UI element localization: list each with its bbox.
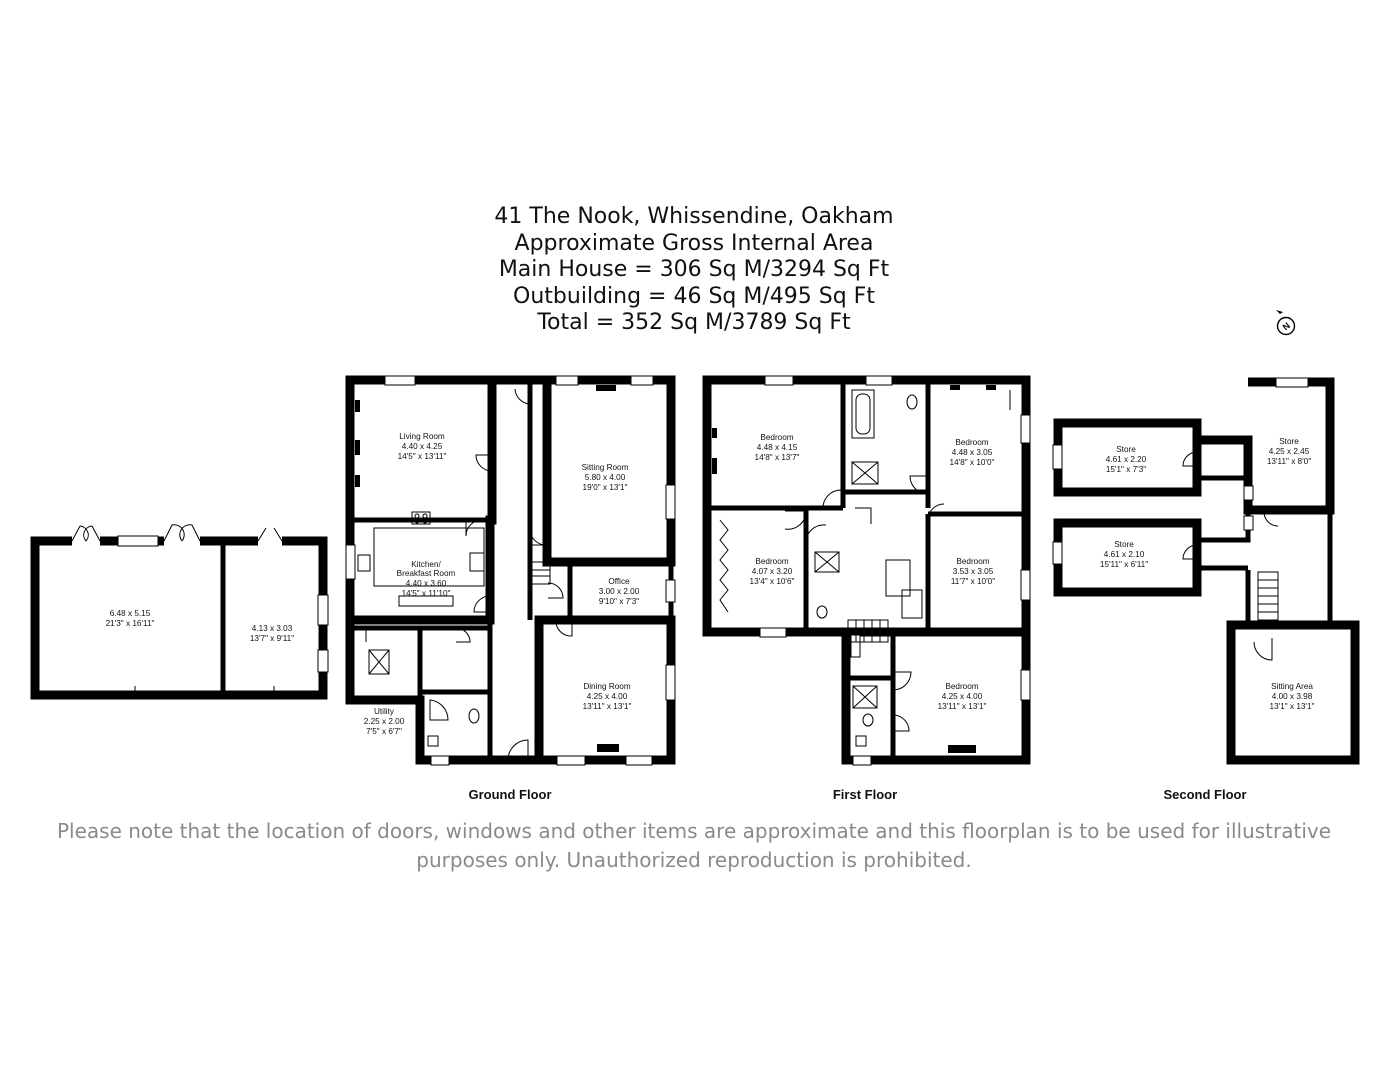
bedroom-nw-dims-m: 4.48 x 4.15 (757, 443, 798, 452)
store-1-name: Store (1116, 445, 1136, 454)
kitchen-dims-ft: 14'5" x 11'10" (402, 589, 451, 598)
outbuilding-plan: 6.48 x 5.15 21'3" x 16'11" 4.13 x 3.03 1… (30, 524, 329, 700)
ground-floor-label: Ground Floor (468, 787, 551, 802)
office-dims-m: 3.00 x 2.00 (599, 587, 640, 596)
office-name: Office (608, 577, 630, 586)
disclaimer-line-2: purposes only. Unauthorized reproduction… (416, 848, 972, 872)
sitting-room-name: Sitting Room (582, 463, 629, 472)
living-room-name: Living Room (399, 432, 445, 441)
utility-dims-m: 2.25 x 2.00 (364, 717, 405, 726)
kitchen-dims-m: 4.40 x 3.60 (406, 579, 447, 588)
store-3-name: Store (1114, 540, 1134, 549)
north-compass-icon: N (1276, 310, 1296, 336)
dining-room-dims-ft: 13'11" x 13'1" (583, 702, 632, 711)
bedroom-e-dims-m: 3.53 x 3.05 (953, 567, 994, 576)
bedroom-w-dims-ft: 13'4" x 10'6" (750, 577, 795, 586)
outbuilding-small-dims-m: 4.13 x 3.03 (252, 624, 293, 633)
bedroom-s-dims-m: 4.25 x 4.00 (942, 692, 983, 701)
disclaimer: Please note that the location of doors, … (20, 817, 1368, 875)
bedroom-s-dims-ft: 13'11" x 13'1" (938, 702, 987, 711)
store-3-dims-ft: 15'11" x 6'11" (1100, 560, 1148, 569)
disclaimer-line-1: Please note that the location of doors, … (56, 819, 1332, 843)
first-floor-label: First Floor (833, 787, 897, 802)
utility-name: Utility (374, 707, 395, 716)
sitting-area-dims-m: 4.00 x 3.98 (1272, 692, 1313, 701)
kitchen-name-line1: Kitchen/ (411, 560, 441, 569)
second-floor-label: Second Floor (1163, 787, 1246, 802)
kitchen-name-line2: Breakfast Room (397, 569, 456, 578)
store-2-dims-ft: 13'11" x 8'0" (1267, 457, 1311, 466)
bedroom-s-name: Bedroom (945, 682, 978, 691)
store-2-dims-m: 4.25 x 2.45 (1269, 447, 1310, 456)
sitting-room-dims-ft: 19'0" x 13'1" (583, 483, 628, 492)
bedroom-w-name: Bedroom (755, 557, 788, 566)
ground-floor-plan: Living Room 4.40 x 4.25 14'5" x 13'11" S… (345, 375, 676, 802)
bedroom-ne-dims-ft: 14'8" x 10'0" (950, 458, 995, 467)
office-dims-ft: 9'10" x 7'3" (599, 597, 639, 606)
bedroom-e-dims-ft: 11'7" x 10'0" (951, 577, 995, 586)
total-area: Total = 352 Sq M/3789 Sq Ft (537, 310, 851, 335)
store-1-dims-m: 4.61 x 2.20 (1106, 455, 1147, 464)
bedroom-w-dims-m: 4.07 x 3.20 (752, 567, 793, 576)
bedroom-nw-dims-ft: 14'8" x 13'7" (755, 453, 800, 462)
second-floor-plan: Store 4.61 x 2.20 15'1" x 7'3" Store 4.2… (1052, 377, 1360, 802)
store-2-name: Store (1279, 437, 1299, 446)
sitting-area-dims-ft: 13'1" x 13'1" (1270, 702, 1315, 711)
store-1-dims-ft: 15'1" x 7'3" (1106, 465, 1146, 474)
compass-label: N (1281, 320, 1292, 332)
living-room-dims-m: 4.40 x 4.25 (402, 442, 443, 451)
bedroom-nw-name: Bedroom (760, 433, 793, 442)
bedroom-e-name: Bedroom (956, 557, 989, 566)
first-floor-plan: Bedroom 4.48 x 4.15 14'8" x 13'7" Bedroo… (702, 375, 1031, 802)
bedroom-ne-dims-m: 4.48 x 3.05 (952, 448, 993, 457)
living-room-dims-ft: 14'5" x 13'11" (398, 452, 447, 461)
title-block: 41 The Nook, Whissendine, Oakham Approxi… (0, 204, 1388, 337)
outbuilding-large-dims-ft: 21'3" x 16'11" (106, 619, 155, 628)
dining-room-name: Dining Room (583, 682, 631, 691)
sitting-area-name: Sitting Area (1271, 682, 1313, 691)
main-house-area: Main House = 306 Sq M/3294 Sq Ft (498, 257, 890, 282)
area-heading: Approximate Gross Internal Area (514, 230, 874, 256)
bedroom-ne-name: Bedroom (955, 438, 988, 447)
store-3-dims-m: 4.61 x 2.10 (1104, 550, 1145, 559)
outbuilding-large-dims-m: 6.48 x 5.15 (110, 609, 151, 618)
utility-dims-ft: 7'5" x 6'7" (366, 727, 402, 736)
sitting-room-dims-m: 5.80 x 4.00 (585, 473, 626, 482)
dining-room-dims-m: 4.25 x 4.00 (587, 692, 628, 701)
property-address: 41 The Nook, Whissendine, Oakham (494, 204, 894, 229)
outbuilding-small-dims-ft: 13'7" x 9'11" (250, 634, 294, 643)
outbuilding-area: Outbuilding = 46 Sq M/495 Sq Ft (513, 283, 875, 309)
